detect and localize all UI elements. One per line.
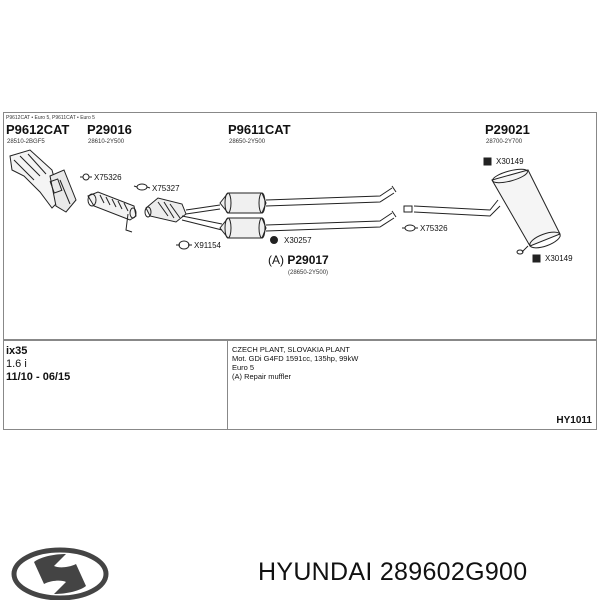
ref-x75326-a: X75326 xyxy=(94,173,122,182)
ref-x30149-bottom: X30149 xyxy=(545,254,573,263)
sheet-code: HY1011 xyxy=(556,415,592,426)
exhaust-system-drawing xyxy=(9,149,561,263)
clamp-x75326-b xyxy=(402,224,418,232)
ref-x30257: X30257 xyxy=(284,236,312,245)
vehicle-info: ix35 1.6 i 11/10 - 06/15 xyxy=(6,345,70,384)
ref-x91154: X91154 xyxy=(194,241,221,250)
repair-part-prefix: (A) xyxy=(268,253,284,267)
middle-pipe-section xyxy=(181,185,397,239)
flex-pipe-p29016 xyxy=(87,191,137,233)
hanger-x30149-bottom xyxy=(532,254,541,263)
info-panel xyxy=(3,340,597,430)
clamp-x91154 xyxy=(176,240,192,250)
clamp-x75326-a xyxy=(80,173,92,181)
ref-x75326-b: X75326 xyxy=(420,224,448,233)
brand-part-number: HYUNDAI 289602G900 xyxy=(258,558,528,586)
description-block: CZECH PLANT, SLOVAKIA PLANT Mot. GDi G4F… xyxy=(232,345,358,381)
description-line: (A) Repair muffler xyxy=(232,372,292,381)
part-code-p9611cat: P9611CAT xyxy=(228,122,291,137)
oem-number-p29016: 28610-2Y500 xyxy=(88,139,125,145)
oem-number-p9611cat: 28650-2Y500 xyxy=(229,139,266,145)
repair-part-oem: (28650-2Y500) xyxy=(288,270,329,276)
vehicle-dates: 11/10 - 06/15 xyxy=(6,371,71,383)
vehicle-model: ix35 xyxy=(6,345,28,357)
repair-part-code: P29017 xyxy=(287,253,329,267)
oem-number-p9612cat: 28510-2BGF5 xyxy=(7,139,45,145)
description-line: Mot. GDi G4FD 1591cc, 135hp, 99kW xyxy=(232,354,359,363)
description-line: CZECH PLANT, SLOVAKIA PLANT xyxy=(232,345,350,354)
vehicle-engine: 1.6 i xyxy=(6,358,27,370)
part-code-p29016: P29016 xyxy=(87,122,132,137)
exhaust-diagram-panel xyxy=(3,112,597,340)
mount-x30257 xyxy=(270,236,278,244)
gasket-x75327 xyxy=(133,183,151,191)
hanger-x30149-top xyxy=(483,157,492,166)
exhaust-manifold-catalyst xyxy=(9,149,77,213)
ref-x30149-top: X30149 xyxy=(496,157,524,166)
catalyst-p9611cat xyxy=(144,197,221,223)
repair-part-label: (A) P29017 xyxy=(268,253,329,267)
rear-muffler-p29021 xyxy=(491,168,561,255)
rear-pipe xyxy=(403,199,501,217)
part-code-p29021: P29021 xyxy=(485,122,530,137)
top-note: P9612CAT • Euro 5, P9611CAT • Euro 5 xyxy=(6,115,95,121)
ref-x75327: X75327 xyxy=(152,184,180,193)
info-panel-divider xyxy=(227,340,228,430)
description-line: Euro 5 xyxy=(232,363,255,372)
oem-number-p29021: 28700-2Y700 xyxy=(486,139,523,145)
part-code-p9612cat: P9612CAT xyxy=(6,122,70,137)
